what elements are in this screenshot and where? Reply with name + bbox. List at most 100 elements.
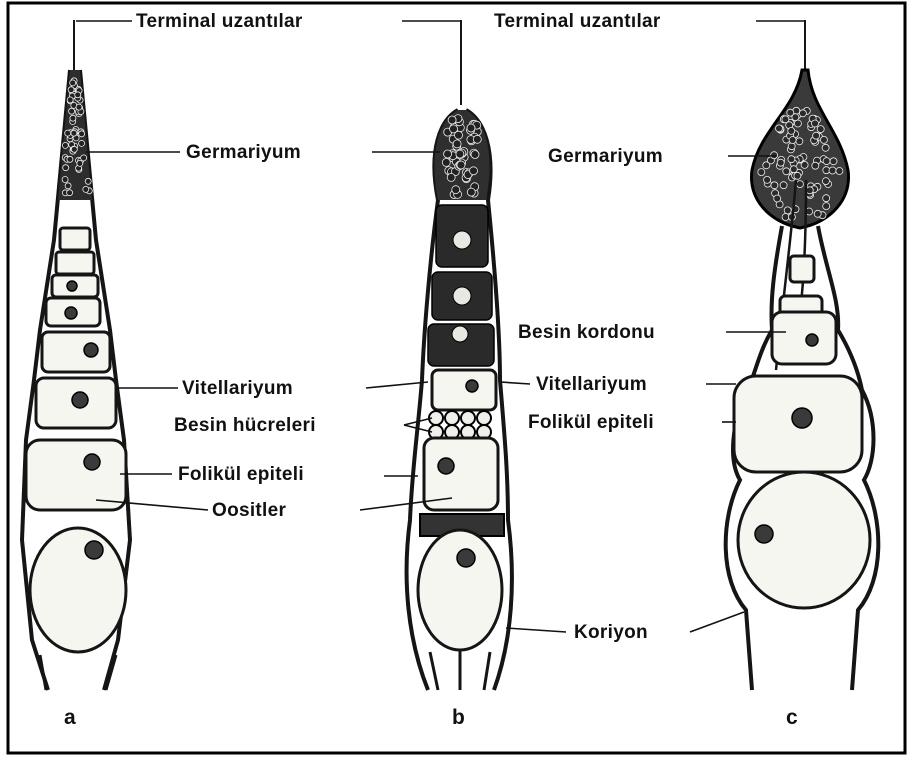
ovariole-b-nucleus-1 — [453, 231, 471, 249]
label-koriyon: Koriyon — [574, 622, 648, 643]
germarium-cell — [823, 195, 830, 202]
germarium-cell — [836, 168, 843, 175]
germarium-cell — [470, 167, 478, 175]
ovariole-a-oocyte-8 — [30, 528, 126, 652]
ovariole-a — [22, 20, 130, 690]
ovariole-b-oocyte-3-nucleus — [457, 549, 475, 567]
germarium-cell — [794, 172, 801, 179]
label-besin-hucreleri: Besin hücreleri — [174, 415, 316, 436]
ovariole-a-nucleus-8 — [85, 541, 103, 559]
germarium-cell — [792, 114, 799, 121]
germarium-cell — [784, 207, 791, 214]
germarium-cell — [790, 166, 797, 173]
germarium-cell — [77, 160, 83, 166]
germarium-cell — [788, 156, 795, 163]
label-germariyum-a: Germariyum — [186, 142, 301, 163]
ovariole-b-oocyte-1 — [432, 370, 496, 410]
germarium-cell — [799, 110, 806, 117]
panel-label-b: b — [452, 706, 465, 729]
germarium-cell — [75, 92, 81, 98]
germarium-cell — [65, 183, 71, 189]
germarium-cell — [453, 140, 461, 148]
germarium-cell — [817, 126, 824, 133]
germarium-cell — [830, 158, 837, 165]
germarium-cell — [764, 176, 771, 183]
germarium-cell — [85, 178, 91, 184]
germarium-cell — [471, 151, 479, 159]
germarium-cell — [822, 178, 829, 185]
ovariole-b-oocyte-2 — [424, 438, 498, 510]
label-vitellariyum-a: Vitellariyum — [182, 378, 293, 399]
germarium-cell — [771, 182, 778, 189]
germarium-cell — [70, 115, 76, 121]
nurse-cell — [477, 411, 491, 425]
label-vitellariyum-c: Vitellariyum — [536, 374, 647, 395]
germarium-cell — [81, 155, 87, 161]
germarium-cell — [444, 150, 452, 158]
germarium-cell — [812, 162, 819, 169]
germarium-cell — [776, 125, 783, 132]
ovariole-c-germarium — [752, 70, 849, 228]
germarium-cell — [763, 162, 770, 169]
germarium-cell — [83, 186, 89, 192]
ovariole-c-oocyte-3-nucleus — [806, 334, 818, 346]
ovariole-b-oocyte-2-nucleus — [438, 458, 454, 474]
germarium-cell — [442, 158, 450, 166]
nurse-cell — [445, 411, 459, 425]
ovariole-b-stalk — [430, 650, 490, 690]
ovariole-a-nucleus-3 — [67, 281, 77, 291]
label-oositler: Oositler — [212, 500, 287, 521]
germarium-cell — [68, 87, 74, 93]
germarium-cell — [467, 188, 475, 196]
germarium-cell — [457, 161, 465, 169]
germarium-cell — [62, 177, 68, 183]
ovariole-c-oocyte-1 — [790, 256, 814, 282]
germarium-cell — [783, 168, 790, 175]
germarium-cell — [70, 80, 76, 86]
germarium-cell — [456, 150, 464, 158]
germarium-cell — [789, 137, 796, 144]
germarium-cell — [452, 186, 460, 194]
ovariole-b-nucleus-2 — [453, 287, 471, 305]
germarium-cell — [67, 190, 73, 196]
ovariole-b-oocyte-3 — [418, 530, 502, 650]
germarium-cell — [796, 181, 803, 188]
ovariole-b-oocyte-1-nucleus — [466, 380, 478, 392]
ovariole-a-oocyte-7 — [26, 440, 126, 510]
ovariole-a-oocyte-2 — [56, 252, 94, 274]
germarium-cell — [69, 108, 75, 114]
germarium-cell — [780, 182, 787, 189]
ovariole-b — [407, 20, 512, 690]
ovariole-b-nucleus-3 — [452, 326, 468, 342]
germarium-cell — [62, 142, 68, 148]
germarium-cell — [788, 127, 795, 134]
ovariole-a-nucleus-7 — [84, 454, 100, 470]
ovariole-c-oocyte-3 — [772, 312, 836, 364]
label-folikul-epiteli-a: Folikül epiteli — [178, 464, 304, 485]
germarium-cell — [782, 116, 789, 123]
germarium-cell — [76, 104, 82, 110]
ovariole-a-nucleus-4 — [65, 307, 77, 319]
nurse-cell — [461, 411, 475, 425]
germarium-cell — [822, 144, 829, 151]
label-germariyum-c: Germariyum — [548, 146, 663, 167]
ovariole-c-oocyte-5-nucleus — [755, 525, 773, 543]
germarium-cell — [79, 140, 85, 146]
germarium-cell — [473, 135, 481, 143]
germarium-cell — [455, 131, 463, 139]
germarium-cell — [812, 120, 819, 127]
ovariole-a-oocyte-1 — [60, 228, 90, 250]
germarium-cell — [67, 156, 73, 162]
ovariole-c — [726, 20, 879, 690]
germarium-cell — [806, 187, 813, 194]
germarium-cell — [814, 210, 821, 217]
germarium-cell — [71, 130, 77, 136]
germarium-cell — [758, 169, 765, 176]
germarium-cell — [63, 165, 69, 171]
ovariole-b-nurse-cells — [429, 411, 491, 439]
germarium-cell — [447, 173, 455, 181]
label-besin-kordonu: Besin kordonu — [518, 322, 655, 343]
ovariole-c-oocyte-4-nucleus — [792, 408, 812, 428]
germarium-cell — [65, 130, 71, 136]
